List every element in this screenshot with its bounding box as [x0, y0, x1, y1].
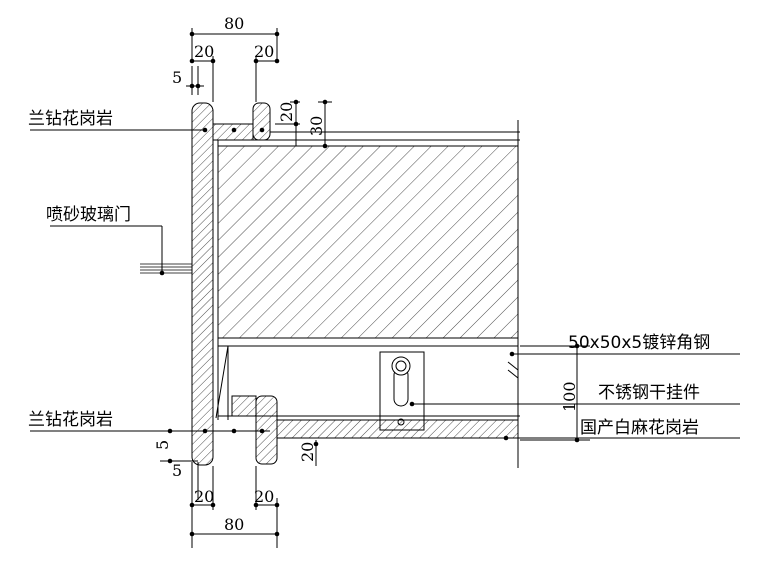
bottom-five-a-dim: 5 [153, 440, 172, 450]
top-left-dim: 20 [194, 42, 214, 61]
label-domestic-granite: 国产白麻花岗岩 [580, 418, 699, 438]
granite-panel-left [191, 102, 214, 466]
bottom-bracket [218, 395, 520, 465]
label-glass-door: 喷砂玻璃门 [46, 205, 131, 225]
bottom-left-dims: 5 5 [153, 428, 199, 500]
granite-bottom-slab [276, 419, 519, 439]
label-angle-steel-group: 50x50x5镀锌角钢 [509, 333, 740, 357]
concrete-core [217, 145, 519, 339]
top-bracket [212, 102, 520, 141]
stainless-hanger [379, 351, 425, 431]
label-granite-top: 兰钻花岗岩 [28, 109, 113, 129]
top-right-vertical-dims: 20 30 [275, 99, 332, 149]
bottom-left-dim: 20 [194, 487, 214, 506]
angle-steel [215, 337, 519, 420]
top-right-dim: 20 [254, 42, 274, 61]
bottom-total-dim: 80 [224, 515, 244, 534]
top-total-dim: 80 [224, 14, 244, 33]
vertical-30-dim: 30 [307, 116, 326, 136]
label-stainless-hanger: 不锈钢干挂件 [598, 383, 700, 403]
right-100-dim: 100 [560, 381, 579, 412]
label-granite-top-group: 兰钻花岗岩 [28, 109, 265, 133]
label-angle-steel: 50x50x5镀锌角钢 [568, 333, 710, 353]
bottom-20-vert-dim: 20 [298, 442, 317, 462]
vertical-20-dim: 20 [277, 102, 296, 122]
bottom-dimension-group: 20 20 80 [189, 466, 280, 548]
label-stainless-hanger-group: 不锈钢干挂件 [409, 383, 740, 407]
top-five-dim: 5 [172, 68, 182, 87]
bottom-five-b-dim: 5 [172, 461, 182, 480]
label-domestic-granite-group: 国产白麻花岗岩 [503, 418, 740, 441]
label-glass-door-group: 喷砂玻璃门 [46, 205, 192, 276]
label-granite-bottom: 兰钻花岗岩 [28, 410, 113, 430]
bottom-right-dim: 20 [254, 487, 274, 506]
bottom-vertical-20: 20 [298, 440, 319, 466]
top-dimension-group: 80 20 20 5 [172, 14, 280, 102]
label-granite-bottom-group: 兰钻花岗岩 [28, 410, 270, 434]
